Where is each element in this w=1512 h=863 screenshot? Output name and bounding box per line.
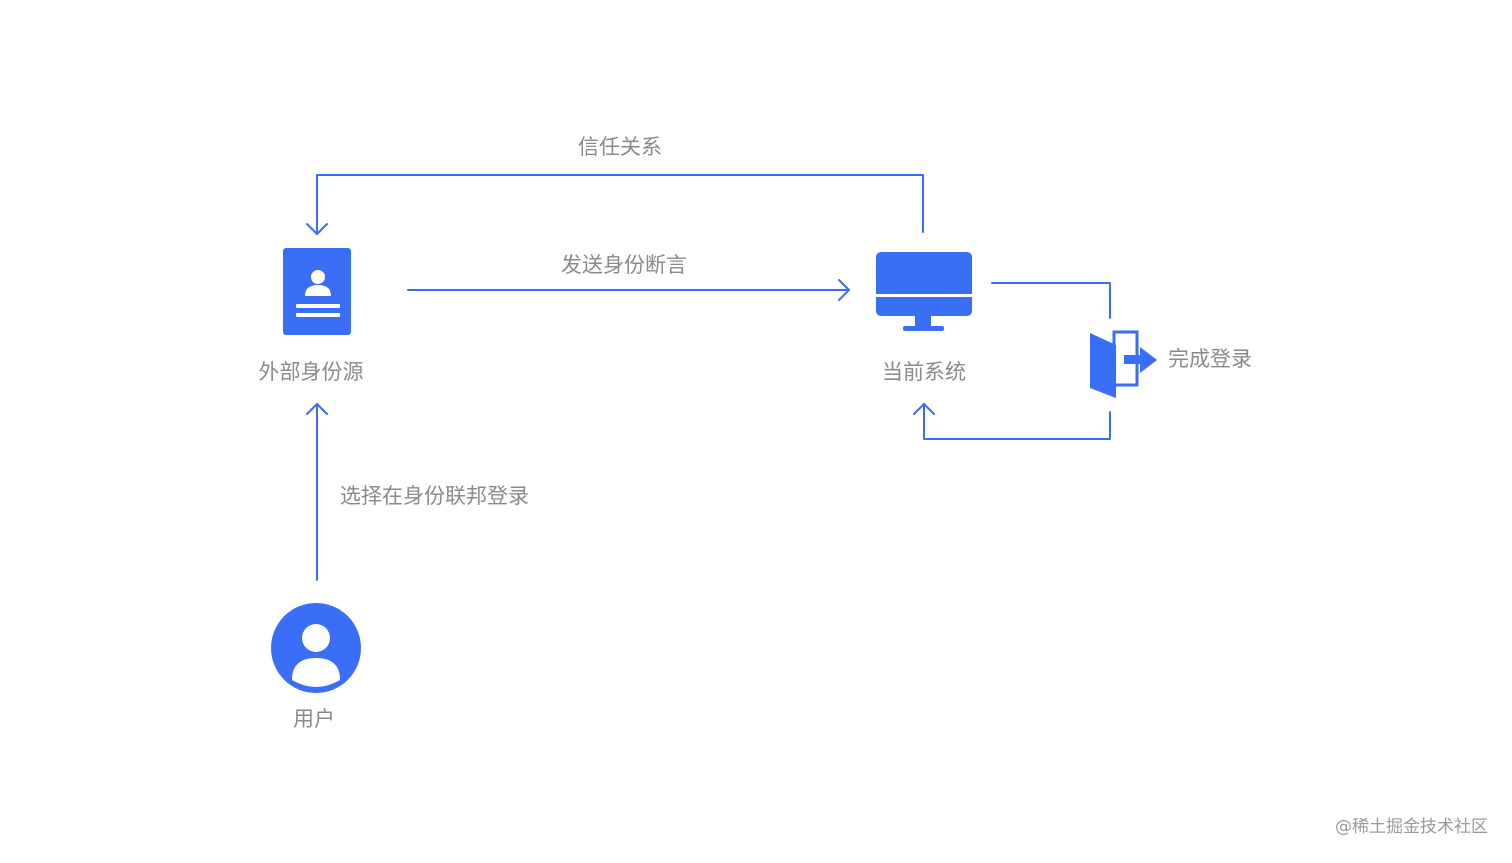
system-to-complete-connector — [991, 282, 1111, 319]
trust-arrowhead — [306, 223, 328, 235]
current-system-label: 当前系统 — [882, 360, 966, 384]
trust-relation-arrow — [316, 174, 924, 235]
user-label: 用户 — [293, 707, 335, 731]
watermark: @稀土掘金技术社区 — [1335, 817, 1488, 837]
external-idp-label: 外部身份源 — [258, 360, 364, 384]
monitor-icon — [876, 252, 972, 331]
complete-to-system-arrowhead — [913, 403, 935, 415]
complete-login-label: 完成登录 — [1168, 347, 1252, 371]
complete-to-system-arrow — [923, 403, 1111, 440]
select-federation-login-label: 选择在身份联邦登录 — [340, 484, 529, 508]
door-exit-icon — [1090, 330, 1157, 398]
send-assertion-label: 发送身份断言 — [561, 253, 687, 277]
trust-relation-label: 信任关系 — [578, 135, 662, 159]
user-avatar-icon — [271, 603, 361, 693]
select-login-arrowhead — [306, 403, 328, 415]
id-card-icon — [283, 248, 351, 335]
send-assertion-arrowhead — [838, 279, 850, 301]
